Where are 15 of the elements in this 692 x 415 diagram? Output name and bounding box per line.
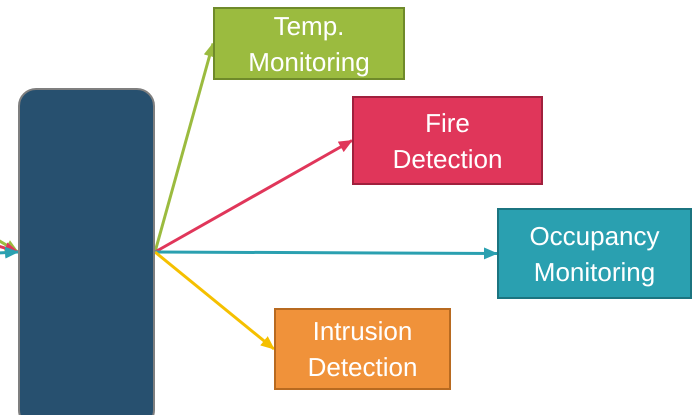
arrow [155, 247, 498, 260]
arrow [154, 250, 275, 350]
box-label: Intrusion Detection [306, 315, 418, 384]
function-box [497, 208, 692, 299]
arrow [154, 42, 216, 252]
box-label: Temp. Monitoring [247, 10, 371, 78]
box-label: Occupancy Monitoring [528, 220, 661, 288]
function-box [274, 308, 451, 390]
arrow [0, 246, 19, 259]
function-box [352, 96, 543, 185]
box-label: Fire Detection [392, 106, 502, 176]
arrow [154, 139, 353, 254]
platform-box [18, 88, 155, 415]
function-box [213, 7, 405, 80]
arrow [0, 238, 19, 254]
